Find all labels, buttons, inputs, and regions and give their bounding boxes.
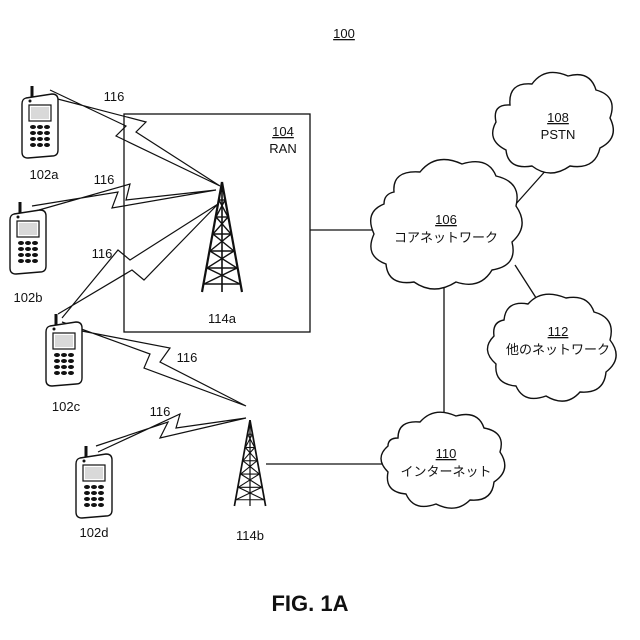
wtru-102c-label: 102c	[52, 399, 81, 414]
pstn-label: PSTN	[541, 127, 576, 142]
phone-icon	[22, 86, 58, 158]
wtru-102d: 102d	[76, 446, 112, 540]
ran-ref: 104	[272, 124, 294, 139]
core-ref: 106	[435, 212, 457, 227]
link-core-pstn	[515, 168, 548, 205]
base-station-b: 114b	[234, 420, 265, 543]
wtru-102b: 102b	[10, 202, 46, 305]
ran-label: RAN	[269, 141, 296, 156]
wtru-102c: 102c	[46, 314, 82, 414]
figure-caption: FIG. 1A	[271, 591, 348, 616]
figure-ref: 100	[333, 26, 355, 41]
tower-icon	[202, 182, 242, 292]
wtru-102b-label: 102b	[14, 290, 43, 305]
air-interface-label: 116	[177, 350, 198, 365]
air-interface-label: 116	[92, 246, 113, 261]
wtru-102d-label: 102d	[80, 525, 109, 540]
internet-cloud: 110 インターネット	[381, 412, 505, 508]
wtru-102a: 102a	[22, 86, 59, 182]
internet-ref: 110	[436, 446, 457, 461]
base-station-a-label: 114a	[208, 311, 237, 326]
tower-icon	[234, 420, 265, 506]
base-station-a: 114a	[202, 182, 242, 326]
other-networks-cloud: 112 他のネットワーク	[487, 294, 616, 401]
air-link-102c	[58, 204, 218, 318]
air-interface-label: 116	[104, 89, 125, 104]
pstn-cloud: 108 PSTN	[493, 72, 614, 173]
phone-icon	[76, 446, 112, 518]
other-networks-label: 他のネットワーク	[506, 342, 610, 357]
core-label: コアネットワーク	[394, 230, 498, 245]
other-networks-ref: 112	[548, 324, 569, 339]
air-link-102c-b	[62, 322, 246, 406]
air-link-102a	[50, 90, 220, 186]
core-network-cloud: 106 コアネットワーク	[371, 160, 522, 290]
base-station-b-label: 114b	[236, 528, 264, 543]
air-interface-label: 116	[150, 404, 171, 419]
air-link-102d	[96, 414, 246, 452]
phone-icon	[10, 202, 46, 274]
air-interface-label: 116	[94, 172, 115, 187]
wtru-102a-label: 102a	[30, 167, 60, 182]
pstn-ref: 108	[547, 110, 569, 125]
internet-label: インターネット	[400, 464, 491, 479]
phone-icon	[46, 314, 82, 386]
